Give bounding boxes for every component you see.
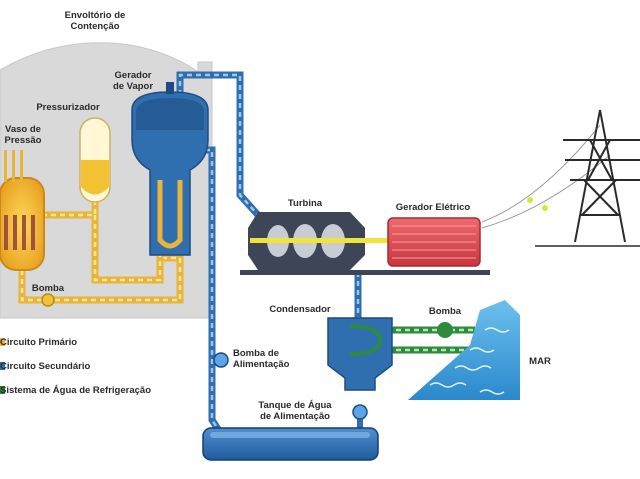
feed-water-tank: [202, 427, 379, 461]
steam-generator-label: Gerador de Vapor: [108, 70, 158, 92]
pressurizer: [79, 117, 111, 203]
legend-cooling: Sistema de Água de Refrigeração: [0, 385, 151, 396]
legend-swatches: [0, 338, 5, 394]
sea: [408, 300, 520, 400]
sea-waves: [429, 327, 510, 395]
containment-label: Envoltório de Contenção: [55, 10, 135, 32]
transmission-tower: [535, 109, 640, 247]
feed-pump-label-line1: Bomba de: [233, 348, 279, 359]
legend-secondary: Circuito Secundário: [0, 361, 91, 372]
cooling-pump: [437, 322, 453, 338]
feed-tank-label-line1: Tanque de Água: [258, 400, 332, 411]
condenser: [327, 317, 393, 420]
pressure-vessel-label-line2: Pressão: [4, 135, 42, 146]
electric-generator: [387, 217, 481, 267]
feed-tank-label: Tanque de Água de Alimentação: [240, 400, 350, 422]
condenser-label: Condensador: [269, 304, 331, 315]
primary-loop-pipes: [18, 198, 184, 304]
containment-label-line2: Contenção: [70, 21, 120, 32]
pressure-vessel-label-line1: Vaso de: [5, 124, 41, 135]
feed-tank-label-line2: de Alimentação: [260, 411, 330, 422]
cooling-pump-label: Bomba: [428, 306, 462, 317]
electric-generator-label: Gerador Elétrico: [395, 202, 471, 213]
primary-pump: [41, 293, 55, 307]
pressure-vessel: [0, 150, 45, 271]
turbine-label: Turbina: [287, 198, 323, 209]
feed-pump-label: Bomba de Alimentação: [233, 348, 290, 370]
steam-generator: [131, 82, 209, 256]
sea-label: MAR: [529, 356, 551, 367]
turbine: [240, 212, 490, 275]
steam-generator-label-line2: de Vapor: [112, 81, 154, 92]
legend-primary: Circuito Primário: [0, 337, 78, 348]
pressurizer-label: Pressurizador: [36, 102, 100, 113]
primary-pump-label: Bomba: [31, 283, 65, 294]
containment-label-line1: Envoltório de: [64, 10, 126, 21]
pressure-vessel-label: Vaso de Pressão: [0, 124, 46, 146]
steam-generator-label-line1: Gerador: [114, 70, 152, 81]
feed-pump: [213, 352, 229, 368]
feed-pump-label-line2: Alimentação: [233, 359, 290, 370]
